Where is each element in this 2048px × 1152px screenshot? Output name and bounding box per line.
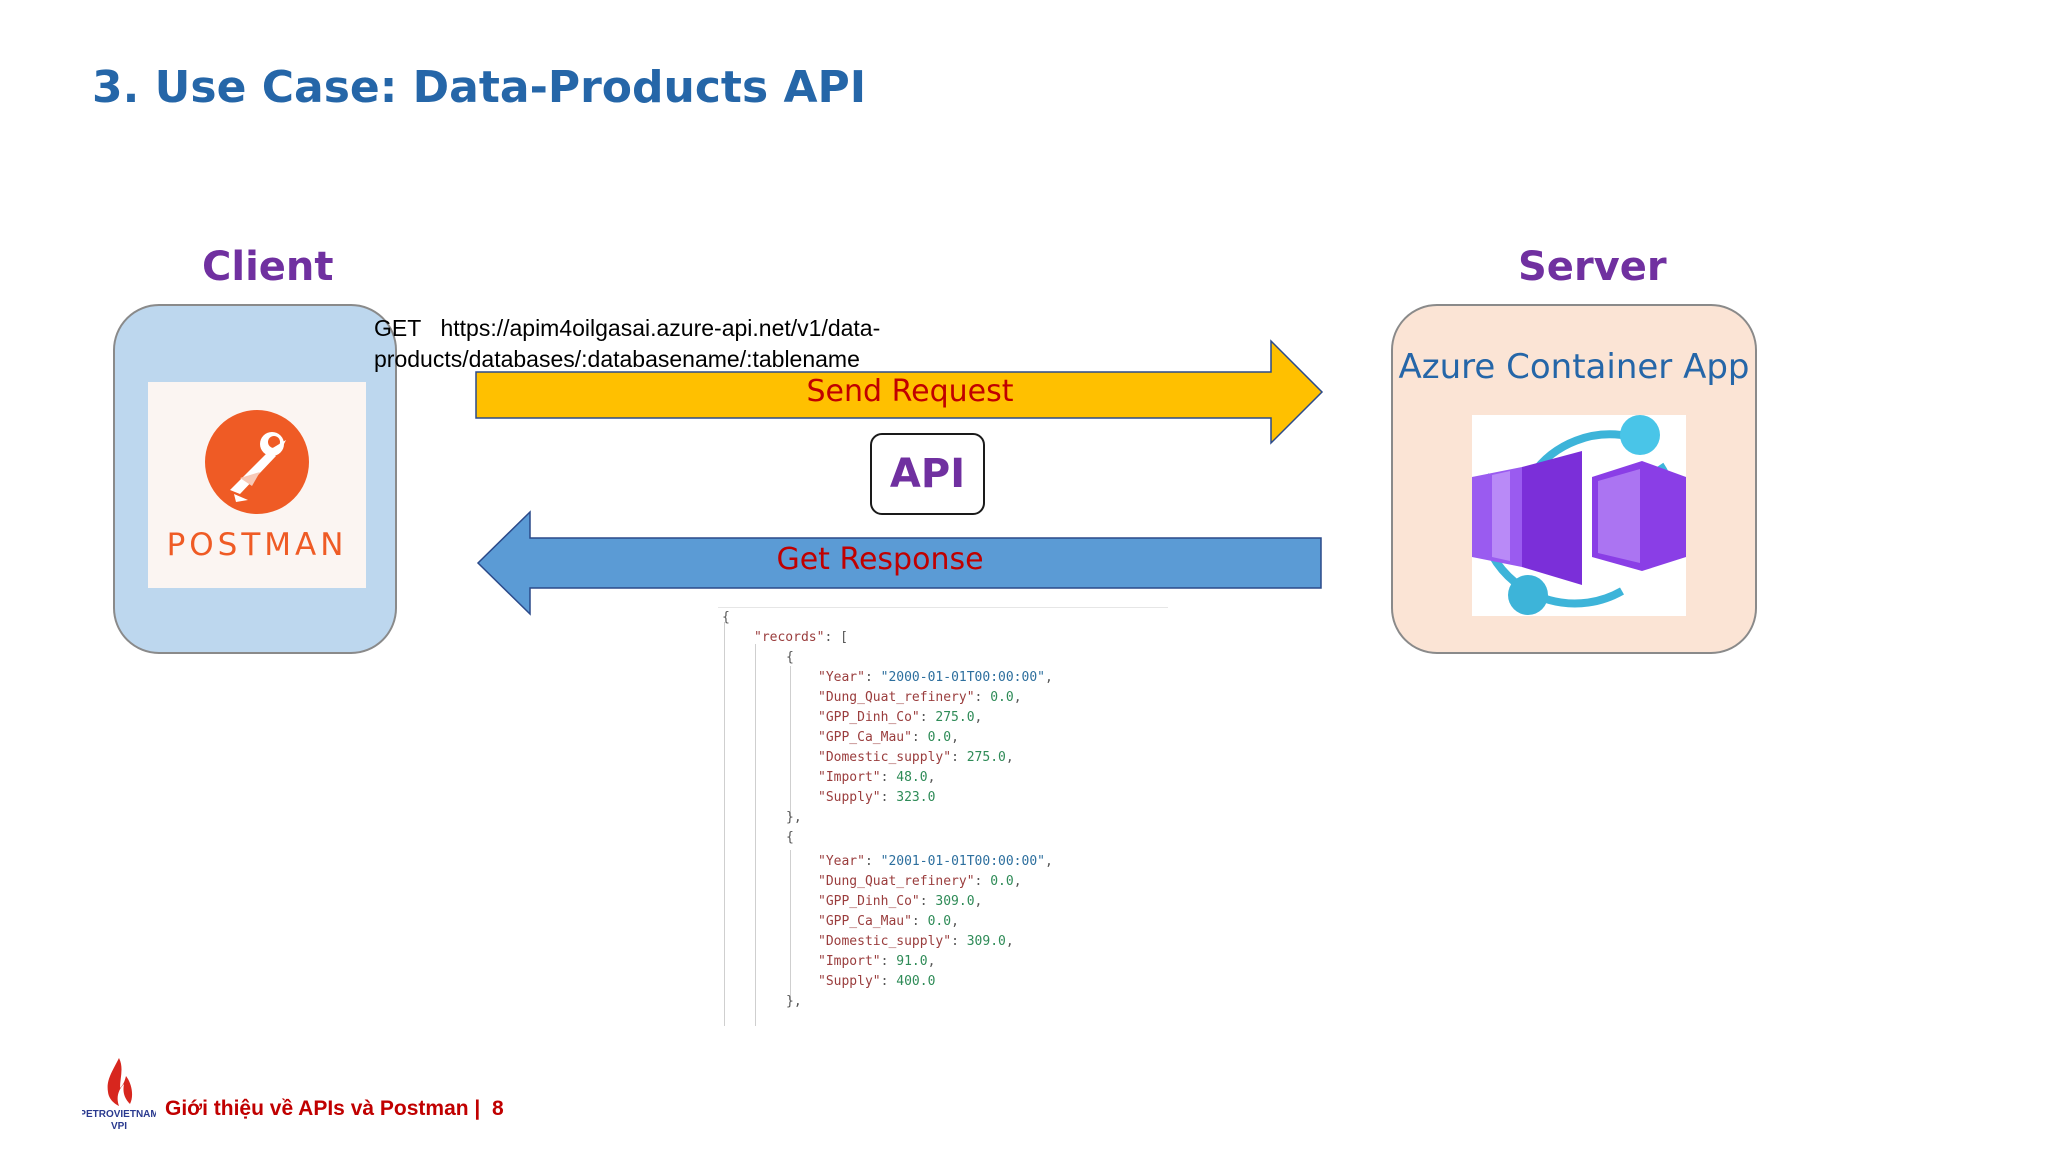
- json-line: "GPP_Ca_Mau": 0.0,: [818, 730, 959, 745]
- azure-container-apps-icon: [1472, 415, 1686, 615]
- slide-title: 3. Use Case: Data-Products API: [92, 62, 867, 113]
- azure-container-apps-logo: [1472, 415, 1686, 616]
- json-line: {: [786, 830, 794, 845]
- server-service-name: Azure Container App: [1398, 347, 1750, 387]
- postman-icon: [205, 410, 309, 514]
- flame-icon: PETROVIETNAM VPI: [79, 1058, 159, 1132]
- json-line: "records": [: [754, 630, 848, 645]
- server-label: Server: [1518, 244, 1667, 290]
- json-line: "GPP_Dinh_Co": 275.0,: [818, 710, 983, 725]
- json-line: "Dung_Quat_refinery": 0.0,: [818, 874, 1022, 889]
- svg-text:PETROVIETNAM: PETROVIETNAM: [82, 1109, 156, 1120]
- get-response-label: Get Response: [776, 542, 984, 577]
- send-request-arrow: [475, 339, 1324, 445]
- svg-text:VPI: VPI: [111, 1121, 127, 1132]
- client-label: Client: [202, 244, 334, 290]
- page-number: 8: [491, 1097, 504, 1120]
- footer-title: Giới thiệu về APIs và Postman: [165, 1097, 469, 1120]
- json-line: "Import": 91.0,: [818, 954, 936, 969]
- json-line: "Domestic_supply": 275.0,: [818, 750, 1014, 765]
- json-line: {: [722, 610, 730, 625]
- json-line: "Domestic_supply": 309.0,: [818, 934, 1014, 949]
- request-url-text: https://apim4oilgasai.azure-api.net/v1/d…: [374, 315, 881, 372]
- json-line: "Year": "2000-01-01T00:00:00",: [818, 670, 1053, 685]
- json-line: "Dung_Quat_refinery": 0.0,: [818, 690, 1022, 705]
- json-line: },: [786, 994, 802, 1009]
- json-indent-guide: [755, 644, 756, 1026]
- json-line: "Year": "2001-01-01T00:00:00",: [818, 854, 1053, 869]
- api-label-box: API: [870, 433, 985, 515]
- json-line: "GPP_Ca_Mau": 0.0,: [818, 914, 959, 929]
- json-indent-guide: [790, 850, 791, 1000]
- json-line: {: [786, 650, 794, 665]
- json-line: "GPP_Dinh_Co": 309.0,: [818, 894, 983, 909]
- json-line: "Supply": 400.0: [818, 974, 936, 989]
- send-request-label: Send Request: [806, 374, 1014, 409]
- json-line: "Supply": 323.0: [818, 790, 936, 805]
- postman-logo: [148, 382, 366, 588]
- request-url: GET https://apim4oilgasai.azure-api.net/…: [374, 313, 934, 375]
- footer-caption: Giới thiệu về APIs và Postman | 8: [165, 1097, 504, 1121]
- footer-separator: |: [474, 1097, 481, 1120]
- postman-logo-text: POSTMAN: [166, 527, 348, 563]
- request-method: GET: [374, 315, 422, 341]
- json-indent-guide: [724, 622, 725, 1026]
- json-line: "Import": 48.0,: [818, 770, 936, 785]
- get-response-arrow: [476, 510, 1322, 616]
- petrovietnam-logo: PETROVIETNAM VPI: [79, 1054, 159, 1134]
- json-indent-guide: [790, 666, 791, 816]
- json-response-sample: { "records": [ { "Year": "2000-01-01T00:…: [718, 607, 1168, 1026]
- json-line: },: [786, 810, 802, 825]
